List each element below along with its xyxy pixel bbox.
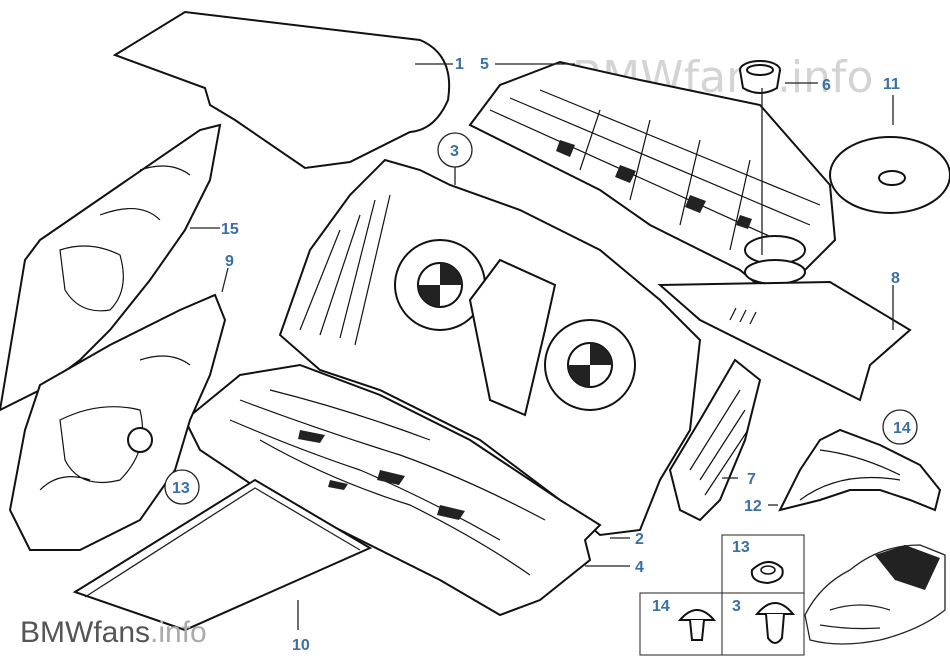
- label-1: 1: [455, 56, 464, 73]
- fastener-inset: [639, 534, 946, 656]
- callout-circles: [164, 132, 918, 505]
- part-10-flat-mat: [72, 478, 373, 632]
- part-6-grommet: [739, 60, 781, 94]
- inset-label-13: 13: [732, 539, 750, 556]
- part-11-disc: [829, 136, 950, 214]
- part-2-rear-panel: [278, 158, 702, 537]
- watermark-bottom: BMWfans.info: [20, 616, 207, 649]
- part-8-liner: [657, 280, 912, 402]
- label-2: 2: [635, 531, 644, 548]
- label-12: 12: [744, 498, 762, 515]
- label-5: 5: [480, 56, 489, 73]
- label-14: 14: [893, 420, 911, 437]
- label-15: 15: [221, 221, 239, 238]
- part-15-side-trim: [0, 123, 222, 412]
- inset-label-3: 3: [732, 598, 741, 615]
- label-8: 8: [891, 270, 900, 287]
- label-13: 13: [172, 480, 190, 497]
- car-location-icon: [804, 544, 946, 645]
- label-6: 6: [822, 77, 831, 94]
- label-11: 11: [883, 76, 900, 93]
- leader-lines: [190, 63, 894, 630]
- label-10: 10: [292, 637, 310, 654]
- part-number-labels: 1 5 6 11 3 15 9 8 14 7 13 12 2 4 10 13 1…: [172, 56, 911, 654]
- part-14-arch-liner: [778, 428, 942, 512]
- label-3: 3: [450, 143, 459, 160]
- label-7: 7: [747, 471, 756, 488]
- part-7-bracket: [668, 358, 762, 522]
- label-4: 4: [635, 559, 644, 576]
- part-1-mat: [112, 10, 451, 170]
- part-5-shelf: [468, 60, 837, 297]
- label-9: 9: [225, 253, 234, 270]
- part-9-door-trim: [8, 293, 227, 551]
- inset-label-14: 14: [652, 598, 670, 615]
